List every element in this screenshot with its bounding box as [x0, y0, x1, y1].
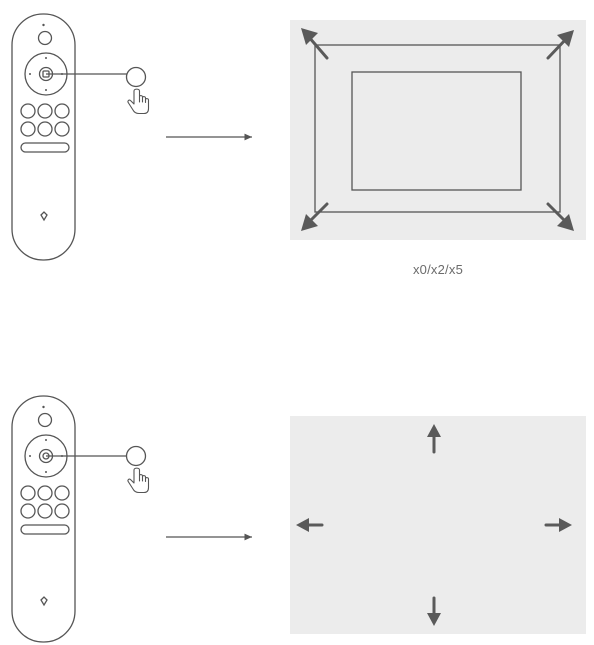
inner-frame: [351, 71, 522, 191]
outer-frame: [314, 44, 561, 213]
remote-logo-icon: [40, 596, 48, 607]
remote-long-button-icon: [20, 142, 70, 153]
move-screen: [290, 416, 586, 634]
zoom-screen: [290, 20, 586, 240]
remote-button-icon: [20, 503, 36, 519]
screen-area: [290, 416, 586, 634]
remote-button-icon: [54, 503, 70, 519]
callout-circle: [125, 66, 147, 88]
zoom-caption: x0/x2/x5: [412, 262, 463, 277]
remote-control-icon: [11, 395, 76, 643]
remote-button-icon: [20, 121, 36, 137]
remote-long-button-icon: [20, 524, 70, 535]
callout-circle: [125, 445, 147, 467]
remote-button-icon: [54, 103, 70, 119]
power-button-icon: [37, 30, 53, 46]
remote-logo-icon: [40, 211, 48, 222]
zoom-section: [11, 13, 586, 261]
power-button-icon: [37, 412, 53, 428]
remote-button-icon: [20, 103, 36, 119]
remote-button-icon: [54, 121, 70, 137]
remote-button-icon: [54, 485, 70, 501]
remote-button-icon: [37, 121, 53, 137]
remote-button-icon: [37, 503, 53, 519]
remote-control-icon: [11, 13, 76, 261]
screen-area: [290, 20, 586, 240]
remote-button-icon: [37, 485, 53, 501]
remote-button-icon: [37, 103, 53, 119]
pointing-hand-icon: [127, 88, 150, 115]
move-section: [11, 395, 586, 643]
pointing-hand-icon: [127, 467, 150, 494]
remote-button-icon: [20, 485, 36, 501]
